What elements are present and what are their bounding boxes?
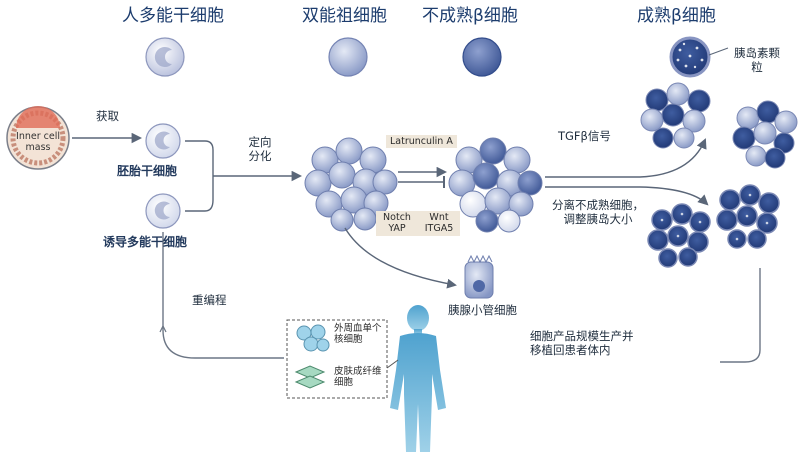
human-body-icon bbox=[390, 305, 446, 452]
patient-sample-box bbox=[286, 319, 388, 399]
stage-title-mature-beta: 成熟β细胞 bbox=[637, 6, 716, 26]
pbmc-label: 外周血单个核细胞 bbox=[334, 323, 382, 346]
directed-diff-label: 定向分化 bbox=[248, 135, 272, 163]
stem-cell-icon bbox=[145, 123, 181, 159]
cell-cluster-icon bbox=[640, 82, 711, 149]
cell-cluster-icon bbox=[647, 203, 711, 268]
stage-cell-immature-beta bbox=[462, 37, 502, 77]
cell-cluster-icon bbox=[304, 137, 398, 232]
obtain-label: 获取 bbox=[96, 109, 119, 123]
scale-transplant-label: 细胞产品规模生产并移植回患者体内 bbox=[530, 329, 634, 357]
fibroblast-label: 皮肤成纤维细胞 bbox=[334, 366, 382, 389]
pbmc-icon bbox=[296, 324, 330, 352]
tgfb-signal-label: TGFβ信号 bbox=[558, 129, 611, 143]
insulin-granule-icon bbox=[660, 193, 769, 241]
blastocyst-icon bbox=[6, 106, 70, 170]
insulin-granule-label: 胰岛素颗粒 bbox=[734, 46, 780, 74]
fibroblast-icon bbox=[294, 365, 326, 389]
reprogram-label: 重编程 bbox=[192, 293, 227, 307]
ductal-cell-label: 胰腺小管细胞 bbox=[448, 303, 517, 317]
stage-cell-pluripotent bbox=[145, 37, 185, 77]
stem-cell-icon bbox=[145, 193, 181, 229]
latrunculin-label: Latrunculin A bbox=[386, 135, 457, 149]
inner-cell-mass-label: Inner cell mass bbox=[16, 131, 60, 154]
separate-immature-label: 分离不成熟细胞，调整胰岛大小 bbox=[552, 198, 644, 226]
notch-yap-label: Notch YAP bbox=[376, 211, 418, 236]
ipsc-label: 诱导多能干细胞 bbox=[103, 235, 188, 249]
stage-title-pluripotent: 人多能干细胞 bbox=[122, 6, 224, 26]
stage-title-immature-beta: 不成熟β细胞 bbox=[422, 6, 518, 26]
stage-title-bipotent: 双能祖细胞 bbox=[302, 6, 387, 26]
wnt-itga5-label: Wnt ITGA5 bbox=[418, 211, 460, 236]
duct-cell-icon bbox=[464, 254, 494, 299]
embryonic-stem-cell-label: 胚胎干细胞 bbox=[117, 164, 178, 178]
stage-cell-bipotent bbox=[328, 37, 368, 77]
stage-cell-mature-beta bbox=[669, 36, 711, 78]
cell-cluster-icon bbox=[732, 100, 798, 169]
cell-cluster-icon bbox=[448, 137, 543, 233]
